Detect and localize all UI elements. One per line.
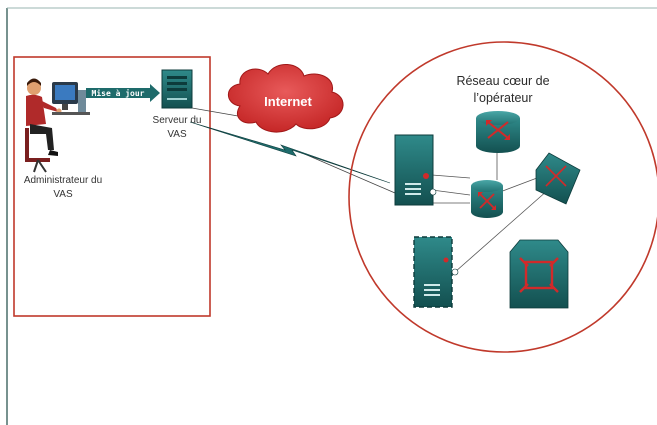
router-icon [476,111,520,153]
core-server-icon [394,134,437,206]
core-label-line2: l’opérateur [473,91,532,105]
wan-lightning-link [189,121,391,184]
admin-label-line1: Administrateur du [24,175,102,186]
admin-person-icon [25,78,90,173]
internet-label: Internet [264,94,312,109]
server-label-line2: VAS [167,129,187,140]
operator-core-zone [348,41,657,353]
link-internet-core [299,151,396,194]
backup-server-icon [413,236,459,308]
core-links [431,150,549,273]
layer3-switch-icon [535,152,581,205]
gateway-icon [509,239,569,309]
vas-server-icon [161,69,193,109]
vas-admin-zone [13,56,211,317]
core-router-icon [471,180,503,218]
update-arrow [86,84,160,102]
link-server-internet [191,107,239,117]
update-label: Mise à jour [92,88,145,98]
internet-cloud-icon [227,64,344,133]
admin-label-line2: VAS [53,189,73,200]
server-label-line1: Serveur du [153,115,202,126]
core-label-line1: Réseau cœur de [456,74,549,88]
